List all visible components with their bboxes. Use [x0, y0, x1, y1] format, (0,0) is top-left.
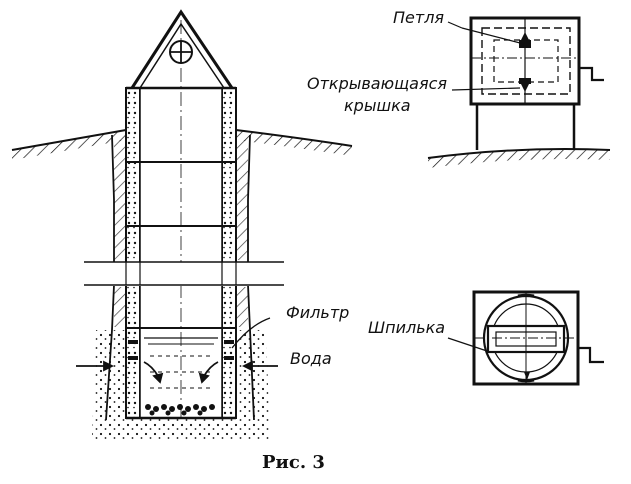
opening-lid-label-line1: Открывающаяся [307, 74, 447, 93]
water-inflow-arrows [76, 360, 278, 384]
pit-wall-left [111, 134, 115, 262]
pit-wall-right [247, 134, 251, 262]
ring-wall-left [125, 87, 141, 419]
water-in-well [144, 337, 218, 389]
well-roof [126, 9, 236, 90]
wall-filter-openings [128, 340, 234, 360]
figure-caption: Рис. 3 [262, 452, 325, 473]
well-section [11, 9, 353, 440]
filter-label: Фильтр [286, 303, 350, 322]
ring-wall-right [221, 87, 237, 419]
hinge-label: Петля [393, 8, 445, 27]
water-label: Вода [290, 349, 332, 368]
ground-surface-right [235, 129, 353, 156]
ground-surface-left [11, 129, 127, 160]
filter-leader [231, 317, 271, 349]
well-head-top-view [447, 290, 604, 386]
opening-lid-label-line2: крышка [344, 96, 411, 115]
bottom-filter-pebbles [145, 404, 215, 416]
pin-label: Шпилька [368, 318, 446, 337]
well-head-side-view [427, 16, 611, 168]
